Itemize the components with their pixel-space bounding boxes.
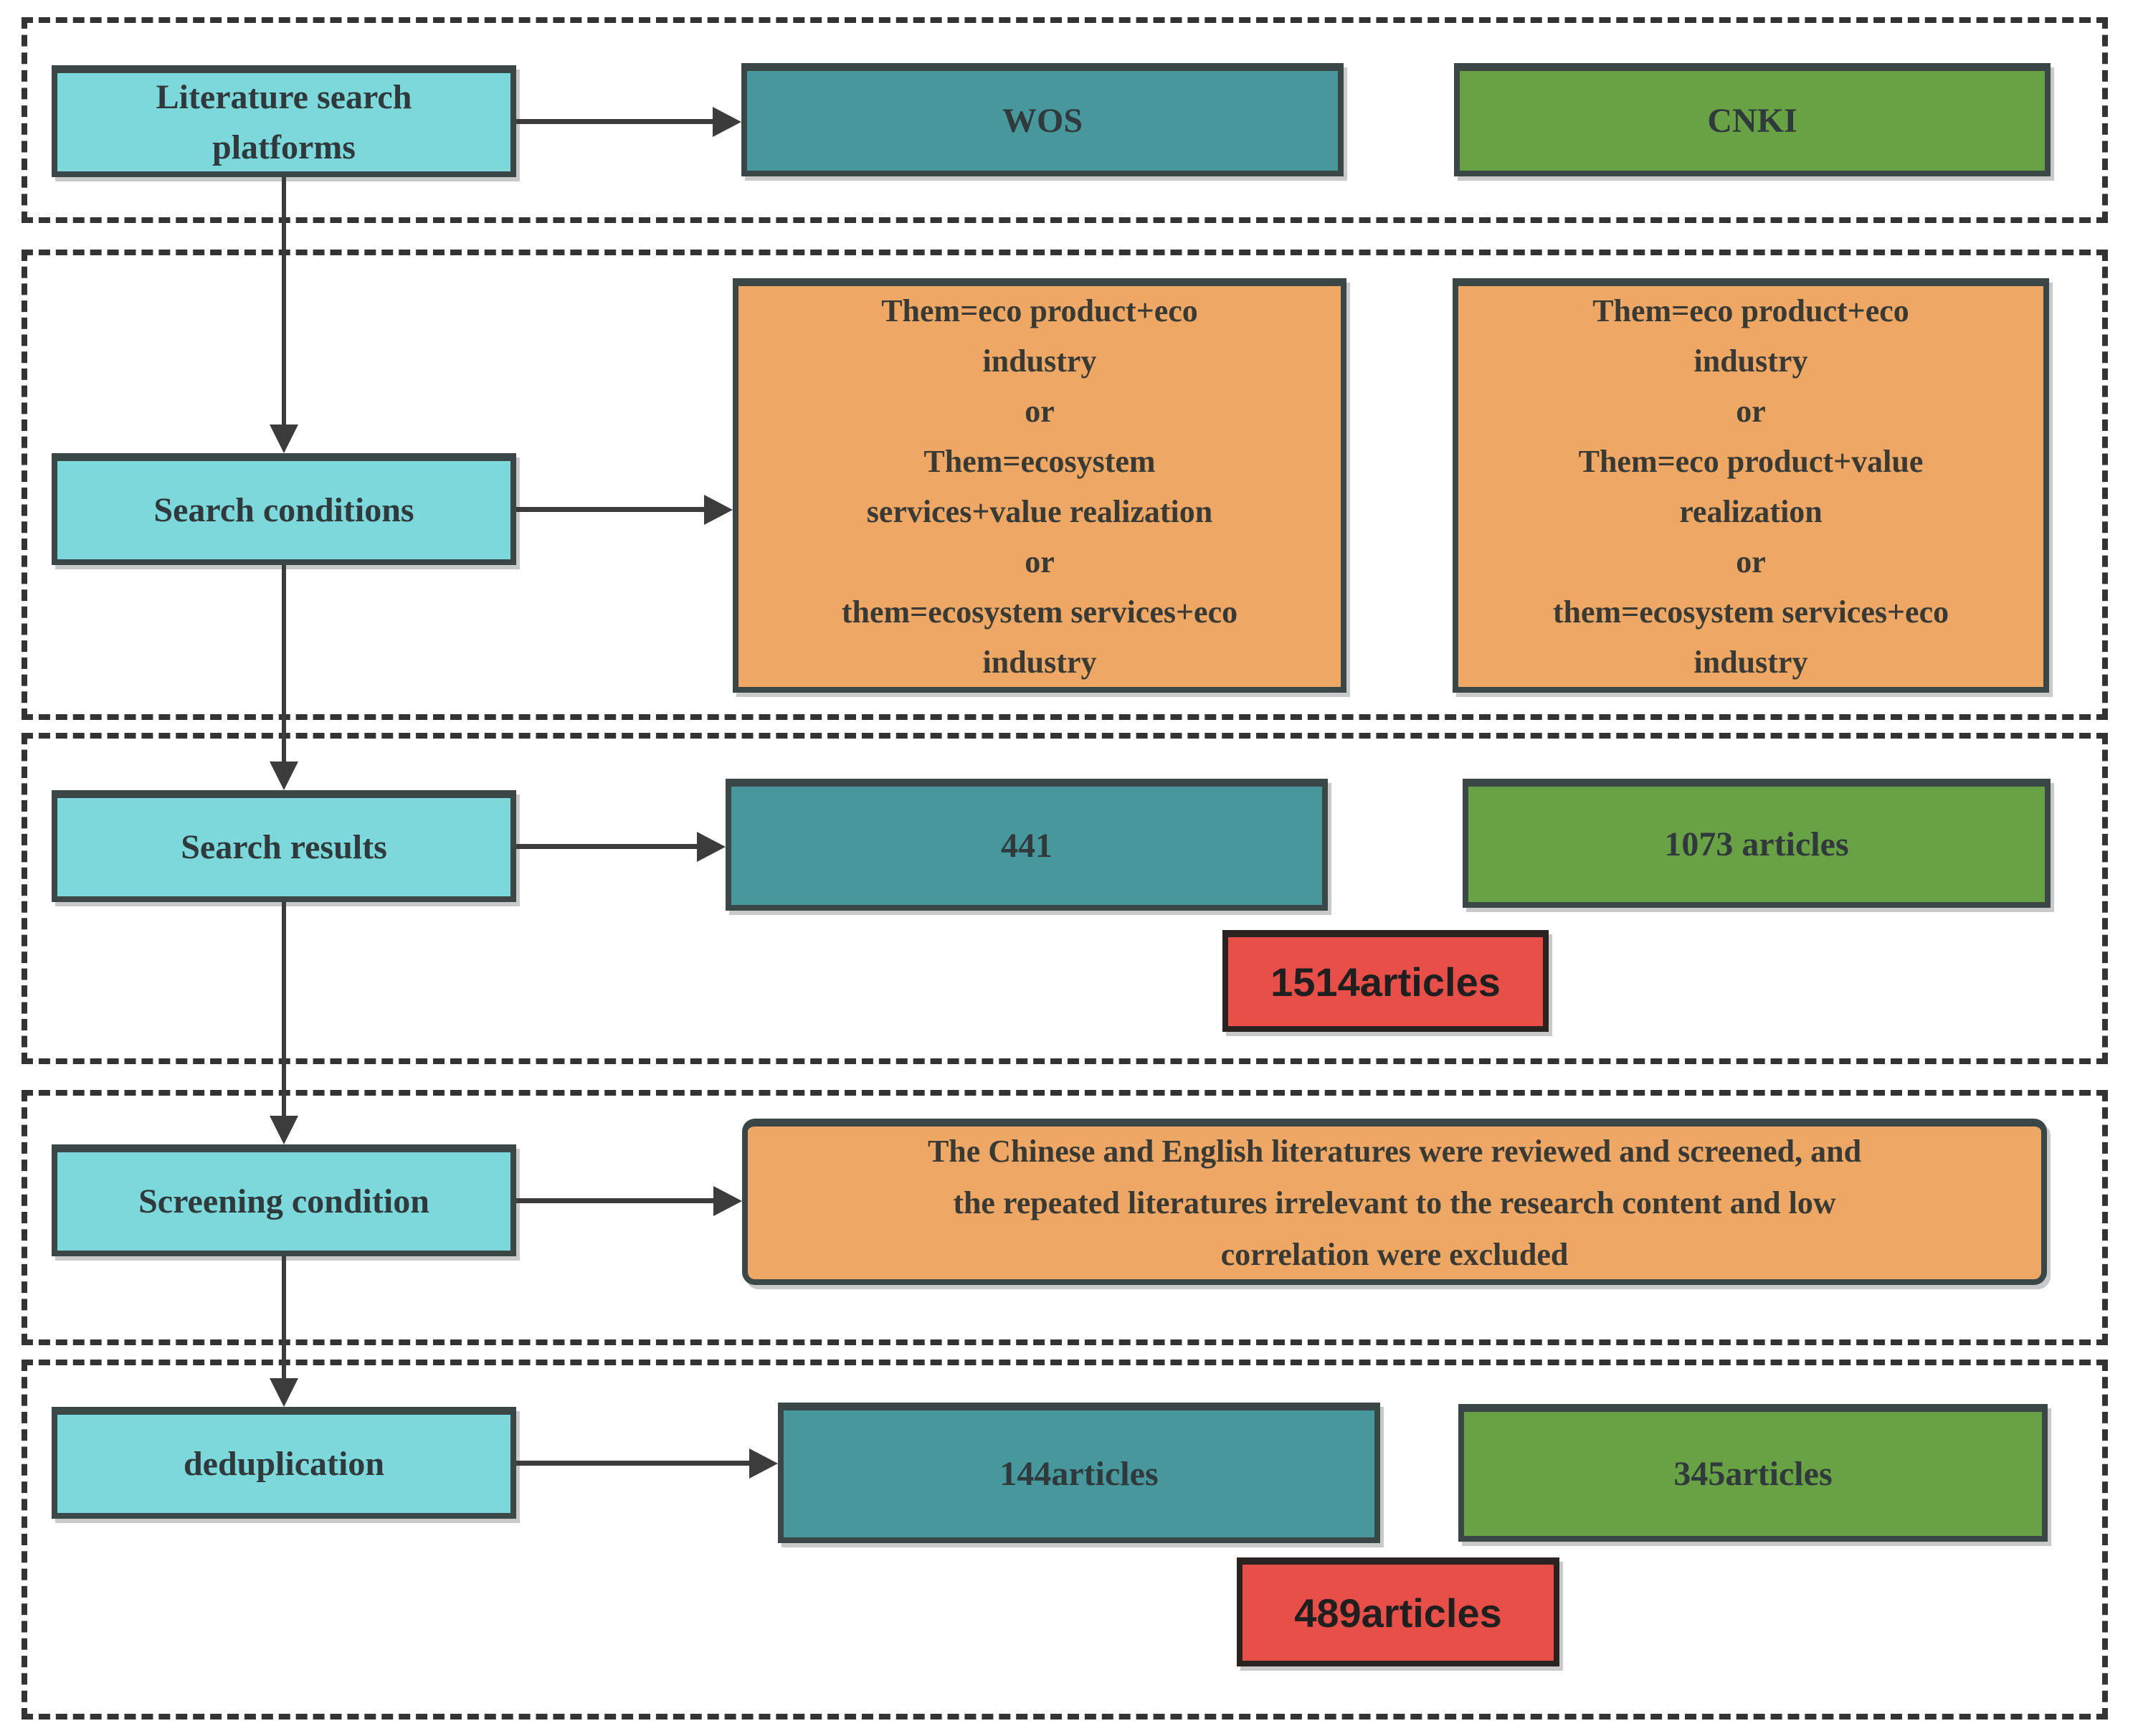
screening-note-box: The Chinese and English literatures were… (742, 1119, 2047, 1285)
cnki-results-box: 1073 articles (1463, 779, 2051, 908)
literature-search-platforms-box: Literature search platforms (52, 65, 516, 177)
search-conditions-box: Search conditions (52, 453, 516, 565)
section-search-results (22, 733, 2108, 1064)
arrow-results-to-screening-head (270, 1116, 298, 1144)
arrow-screening-to-dedup-head (270, 1378, 298, 1407)
screening-condition-box: Screening condition (52, 1144, 516, 1256)
wos-dedup-box: 144articles (778, 1403, 1380, 1543)
section-deduplication (22, 1360, 2108, 1720)
arrow-platforms-to-wos-head (713, 107, 741, 137)
wos-platform-box: WOS (741, 63, 1344, 176)
arrow-screening-to-dedup-line (282, 1256, 286, 1381)
cnki-conditions-box: Them=eco product+eco industry or Them=ec… (1453, 278, 2049, 693)
section-search-conditions (22, 250, 2108, 720)
arrow-dedup-line (516, 1461, 752, 1466)
arrow-platforms-to-conditions-head (270, 424, 298, 453)
total-dedup-box: 489articles (1237, 1557, 1559, 1666)
arrow-conditions-to-results-line (282, 565, 286, 764)
wos-conditions-box: Them=eco product+eco industry or Them=ec… (733, 278, 1346, 693)
arrow-dedup-head (749, 1448, 778, 1479)
arrow-platforms-to-wos-line (516, 119, 716, 124)
arrow-conditions-head (704, 495, 733, 525)
wos-results-box: 441 (726, 779, 1328, 911)
arrow-results-line (516, 844, 700, 849)
arrow-results-head (697, 832, 726, 862)
arrow-results-to-screening-line (282, 902, 286, 1119)
arrow-conditions-line (516, 507, 707, 512)
arrow-platforms-to-conditions-line (282, 177, 286, 427)
section-screening-condition (22, 1090, 2108, 1345)
arrow-screening-line (516, 1198, 716, 1203)
deduplication-box: deduplication (52, 1407, 516, 1519)
arrow-conditions-to-results-head (270, 762, 298, 790)
total-results-box: 1514articles (1222, 930, 1549, 1032)
arrow-screening-head (713, 1186, 742, 1216)
search-results-box: Search results (52, 790, 516, 902)
section-search-platforms (22, 17, 2108, 223)
cnki-platform-box: CNKI (1454, 63, 2051, 176)
cnki-dedup-box: 345articles (1458, 1404, 2048, 1542)
